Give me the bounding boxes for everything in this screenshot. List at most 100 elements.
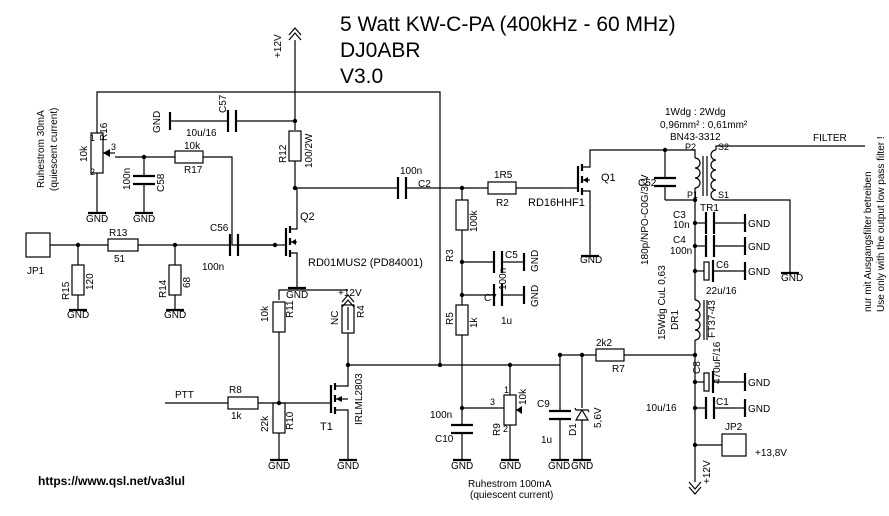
resistor-r15: GND R15 120: [61, 245, 96, 321]
resistor-r2: 1R5 R2: [487, 170, 565, 209]
svg-text:R12: R12: [278, 144, 289, 163]
connector-jp2: JP2 +13,8V: [695, 422, 787, 459]
svg-text:10u/16: 10u/16: [646, 403, 677, 414]
svg-text:PTT: PTT: [175, 390, 194, 401]
title-line-2: DJ0ABR: [340, 39, 421, 62]
svg-text:R17: R17: [184, 165, 203, 176]
svg-text:GND: GND: [337, 461, 359, 472]
resistor-r4: NC R4: [330, 304, 367, 365]
mosfet-q2: GND Q2 RD01MUS2 (PD84001): [275, 188, 423, 301]
svg-text:R11: R11: [285, 300, 296, 318]
capacitor-c56: C56 100n: [202, 223, 275, 273]
svg-text:GND: GND: [748, 404, 770, 415]
svg-text:1u: 1u: [541, 435, 552, 446]
svg-text:0,96mm² : 0,61mm²: 0,96mm² : 0,61mm²: [660, 120, 748, 131]
capacitor-c1: GND C1 10u/16: [646, 397, 770, 419]
svg-text:100n: 100n: [122, 168, 133, 190]
resistor-r3: R3 100k: [445, 199, 480, 282]
capacitor-c8: GND C8 470uF/16: [692, 341, 770, 393]
svg-text:1: 1: [504, 385, 509, 395]
svg-text:C5: C5: [505, 250, 518, 261]
svg-text:Ruhestrom 30mA: Ruhestrom 30mA: [36, 110, 47, 188]
mosfet-q1: GND Q1 RD16HHF1: [528, 149, 695, 266]
supply-top-12v: +12V: [273, 27, 302, 130]
resistor-r13: R13 51: [107, 228, 228, 265]
svg-text:22k: 22k: [260, 415, 271, 432]
mosfet-t1: GND T1 IRLML2803: [320, 365, 365, 472]
svg-text:RD16HHF1: RD16HHF1: [528, 197, 585, 209]
footer-url: https://www.qsl.net/va3lul: [38, 474, 185, 488]
svg-text:+12V: +12V: [273, 34, 284, 58]
ptt-input: PTT: [165, 390, 228, 404]
svg-text:3: 3: [111, 142, 116, 152]
svg-text:Q1: Q1: [601, 172, 616, 184]
svg-text:GND: GND: [67, 310, 89, 321]
svg-text:DR1: DR1: [670, 310, 681, 330]
capacitor-c2: 100n C2: [392, 166, 488, 199]
svg-text:(quiescent current): (quiescent current): [49, 108, 60, 191]
svg-text:GND: GND: [530, 250, 541, 272]
capacitor-c3: GND C3 10n: [673, 210, 770, 234]
svg-text:Q2: Q2: [300, 211, 315, 223]
svg-text:R2: R2: [496, 198, 509, 209]
svg-text:5,6V: 5,6V: [593, 407, 604, 428]
svg-text:R13: R13: [109, 228, 128, 239]
supply-mid-12v: +12V: [338, 288, 362, 330]
resistor-r12: R12 100/2W: [278, 130, 315, 190]
svg-text:+12V: +12V: [702, 460, 713, 484]
svg-text:C58: C58: [156, 173, 167, 192]
svg-text:GND: GND: [164, 310, 186, 321]
svg-text:R7: R7: [612, 364, 625, 375]
svg-text:GND: GND: [451, 461, 473, 472]
svg-text:1R5: 1R5: [494, 170, 513, 181]
svg-text:100n: 100n: [498, 268, 509, 290]
svg-text:C1: C1: [716, 397, 729, 408]
svg-text:(quiescent current): (quiescent current): [470, 490, 553, 501]
svg-text:R9: R9: [492, 423, 503, 436]
svg-text:GND: GND: [86, 214, 108, 225]
svg-text:1Wdg : 2Wdg: 1Wdg : 2Wdg: [665, 107, 726, 118]
svg-text:P1: P1: [687, 190, 698, 200]
svg-text:C52: C52: [638, 178, 657, 189]
svg-text:FT37-43: FT37-43: [707, 300, 718, 338]
svg-text:C10: C10: [435, 434, 454, 445]
svg-text:GND: GND: [530, 285, 541, 307]
svg-text:BN43-3312: BN43-3312: [670, 132, 721, 143]
svg-text:R3: R3: [445, 249, 456, 262]
svg-text:10k: 10k: [79, 145, 90, 162]
svg-text:R8: R8: [229, 385, 242, 396]
capacitor-c9: GND C9 1u: [537, 365, 571, 472]
capacitor-c57: GND C57 10u/16: [152, 94, 295, 139]
svg-text:+12V: +12V: [338, 288, 362, 299]
svg-text:120: 120: [85, 273, 96, 290]
capacitor-c58: GND 100n C58: [122, 157, 167, 225]
svg-text:JP1: JP1: [27, 266, 45, 277]
transformer-tr1: GND 1Wdg : 2Wdg 0,96mm² : 0,61mm² BN43-3…: [660, 107, 865, 284]
resistor-r7: 2k2 R7: [590, 338, 695, 375]
svg-text:GND: GND: [748, 219, 770, 230]
svg-text:1k: 1k: [231, 411, 243, 422]
svg-text:S1: S1: [718, 190, 729, 200]
svg-text:R10: R10: [285, 411, 296, 430]
svg-text:GND: GND: [571, 461, 593, 472]
svg-text:100n: 100n: [670, 246, 692, 257]
svg-text:10k: 10k: [184, 141, 201, 152]
svg-text:GND: GND: [748, 267, 770, 278]
resistor-r14: GND R14 68: [158, 245, 193, 321]
svg-text:15Wdg CuL 0,63: 15Wdg CuL 0,63: [657, 265, 668, 340]
capacitor-c7: C7 100n 1u GND: [462, 268, 541, 327]
svg-text:JP2: JP2: [725, 422, 743, 433]
svg-text:C2: C2: [418, 179, 431, 190]
svg-text:RD01MUS2 (PD84001): RD01MUS2 (PD84001): [308, 257, 423, 269]
svg-text:100k: 100k: [469, 209, 480, 232]
svg-text:2: 2: [90, 167, 95, 177]
svg-text:100n: 100n: [400, 166, 422, 177]
svg-text:GND: GND: [152, 111, 163, 133]
capacitor-c6: GND C6 22u/16: [695, 260, 770, 297]
title-line-3: V3.0: [340, 65, 383, 88]
svg-text:GND: GND: [580, 255, 602, 266]
svg-text:10n: 10n: [673, 220, 690, 231]
svg-text:+13,8V: +13,8V: [755, 448, 787, 459]
svg-text:GND: GND: [548, 461, 570, 472]
